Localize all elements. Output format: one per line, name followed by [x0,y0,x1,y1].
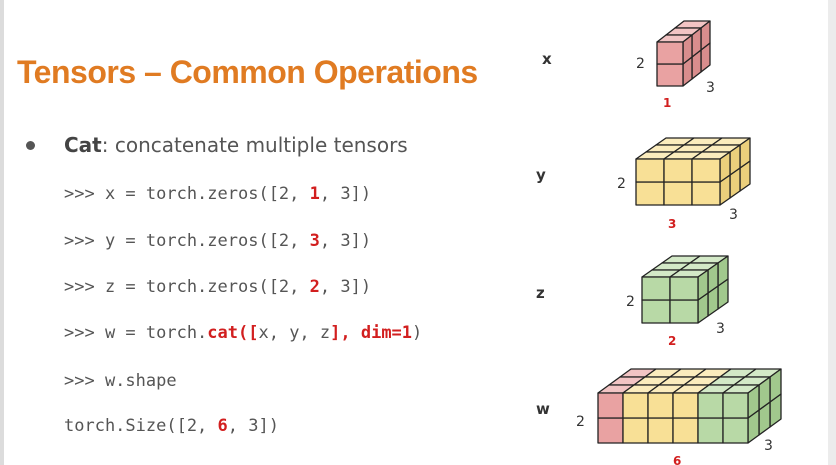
code-highlight: ], dim=1 [330,323,413,343]
label-y: y [536,166,546,184]
code-highlight: 6 [217,416,228,436]
front-cell [647,392,674,419]
code-line-z: >>> z = torch.zeros([2, 2, 3]) [64,277,371,297]
code-highlight: cat([ [207,323,259,343]
right-edge [828,0,836,465]
front-cell [691,158,721,183]
x-cols-label: 1 [663,96,671,110]
label-w: w [536,400,550,418]
tensor-diagram: x y z w 2 3 1 2 3 3 2 3 2 2 3 6 [536,20,782,465]
left-edge [0,0,4,465]
front-cell [656,41,684,65]
front-cell [672,417,699,444]
slide-title: Tensors – Common Operations [17,54,478,90]
tensor-x-block [656,20,711,87]
front-cell [622,392,649,419]
bullet-term: Cat [64,133,102,157]
code-highlight: 2 [309,277,320,297]
front-cell [597,417,624,444]
bullet-description: : concatenate multiple tensors [101,133,408,157]
code-text: >>> x = torch.zeros([2, [64,184,310,204]
front-cell [663,158,693,183]
front-cell [663,181,693,206]
w-depth-label: 3 [764,438,773,454]
x-depth-label: 3 [706,80,715,96]
code-text: , 3]) [319,231,372,251]
code-text: , 3]) [227,416,279,436]
w-rows-label: 2 [576,414,585,430]
code-line-x: >>> x = torch.zeros([2, 1, 3]) [64,184,371,204]
y-depth-label: 3 [729,207,738,223]
front-cell [697,417,724,444]
tensor-z-block [641,255,729,324]
code-text: , 3]) [319,184,372,204]
code-text: , 3]) [319,277,372,297]
code-line-cat: >>> w = torch.cat([x, y, z], dim=1) [64,323,422,343]
tensor-w-block [597,368,782,444]
front-cell [622,417,649,444]
bullet-text: Cat: concatenate multiple tensors [64,133,408,157]
front-cell [691,181,721,206]
front-cell [672,392,699,419]
front-cell [641,276,671,301]
code-text: torch.Size([2, [64,416,218,436]
y-rows-label: 2 [617,176,626,192]
z-rows-label: 2 [626,294,635,310]
z-cols-label: 2 [668,334,676,348]
front-cell [722,417,749,444]
code-highlight: 3 [309,231,320,251]
front-cell [647,417,674,444]
front-cell [635,181,665,206]
code-text: >>> w = torch. [64,323,208,343]
y-cols-label: 3 [668,217,676,231]
front-cell [597,392,624,419]
w-cols-label: 6 [673,454,681,465]
front-cell [722,392,749,419]
front-cell [669,299,699,324]
code-highlight: 1 [309,184,320,204]
front-cell [635,158,665,183]
code-line-shape: >>> w.shape [64,371,177,391]
bullet-dot [26,141,35,150]
label-z: z [536,284,545,302]
tensor-y-block [635,137,751,206]
front-cell [669,276,699,301]
code-text: ) [412,323,423,343]
code-text: >>> y = torch.zeros([2, [64,231,310,251]
front-cell [656,63,684,87]
z-depth-label: 3 [716,321,725,337]
front-cell [641,299,671,324]
x-rows-label: 2 [636,56,645,72]
code-text: >>> z = torch.zeros([2, [64,277,310,297]
label-x: x [542,50,552,68]
code-text: x, y, z [258,323,331,343]
front-cell [697,392,724,419]
code-line-result: torch.Size([2, 6, 3]) [64,416,279,436]
code-line-y: >>> y = torch.zeros([2, 3, 3]) [64,231,371,251]
